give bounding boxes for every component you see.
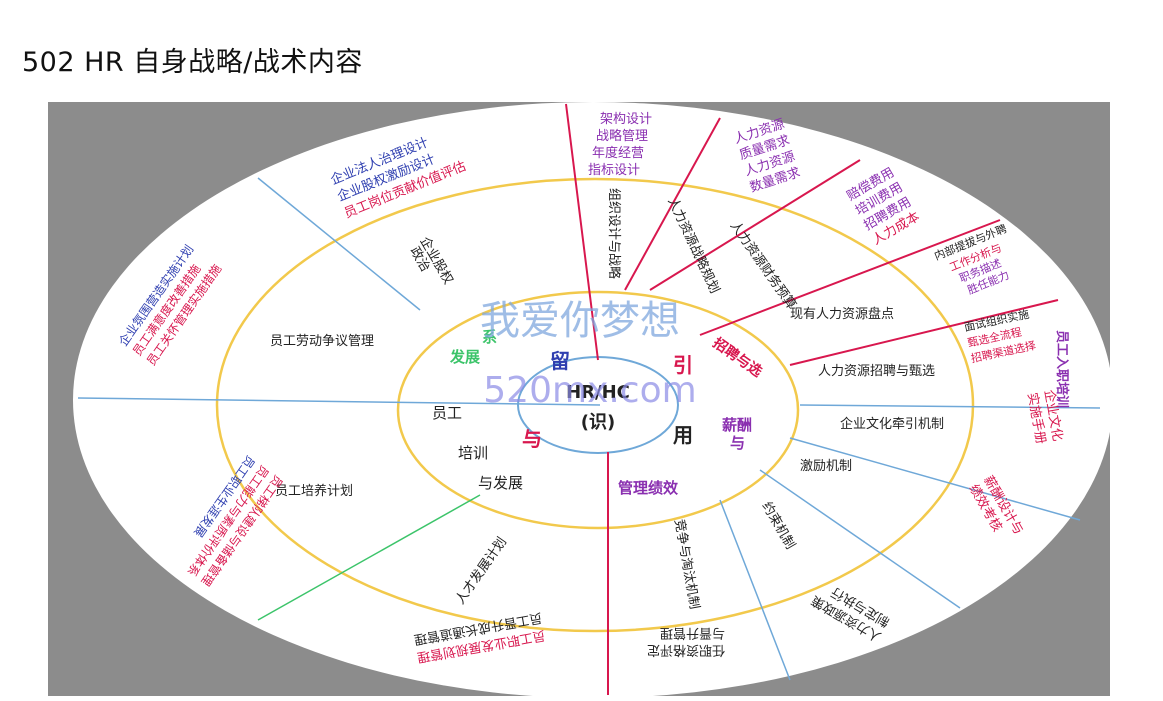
inner-yong: 用 (673, 423, 693, 447)
svg-text:任职资格评定: 任职资格评定 (647, 642, 725, 658)
outer-jiagou: 架构设计 战略管理 年度经营 指标设计 (588, 112, 652, 178)
svg-text:与晋升管理: 与晋升管理 (660, 625, 725, 640)
inner-yin: 引 (673, 353, 693, 377)
center-label-line2: (识) (581, 412, 615, 433)
mid-xianyou-pandian: 现有人力资源盘点 (790, 306, 894, 322)
divider-lines (77, 103, 1101, 695)
outer-ruzhi: 员工入职培训 (1054, 330, 1070, 408)
svg-text:指标设计: 指标设计 (588, 163, 640, 178)
watermark-cn: 我爱你梦想 (480, 298, 680, 344)
inner-yu2: 与 (730, 434, 745, 452)
inner-yuangong: 员工 (432, 404, 462, 422)
svg-text:架构设计: 架构设计 (600, 112, 652, 127)
inner-liu: 留 (550, 349, 570, 373)
inner-yu-fazhan: 与发展 (478, 474, 523, 492)
middle-ring (215, 177, 975, 633)
outer-renzhi: 任职资格评定 与晋升管理 (647, 625, 725, 658)
inner-ring (396, 290, 800, 530)
inner-xiaoxiao: 系 (482, 328, 497, 346)
inner-fazhan: 发展 (449, 348, 480, 366)
inner-yu: 与 (522, 427, 542, 451)
mid-zhaopin-zhenxuan: 人力资源招聘与甄选 (818, 364, 935, 379)
inner-guanli-jixiao: 管理绩效 (618, 479, 679, 497)
center-label-line1: HR/HC (566, 382, 630, 403)
inner-peixun: 培训 (458, 444, 488, 462)
mid-zuzhi-sheji: 组织设计与战略 (606, 188, 622, 279)
watermark-en: 520mx.com (483, 370, 696, 411)
page-title: 502 HR 自身战略/战术内容 (22, 47, 363, 78)
outer-disc (73, 102, 1113, 698)
mid-wenhua-qianyin: 企业文化牵引机制 (840, 416, 944, 432)
svg-text:年度经营: 年度经营 (592, 145, 644, 161)
inner-xinchou: 薪酬 (722, 416, 752, 434)
mid-jili-jizhi: 激励机制 (800, 459, 852, 474)
mid-peiyang-jihua: 员工培养计划 (275, 483, 353, 499)
svg-text:战略管理: 战略管理 (596, 128, 648, 144)
mid-laodong-zhengyi: 员工劳动争议管理 (270, 333, 374, 349)
